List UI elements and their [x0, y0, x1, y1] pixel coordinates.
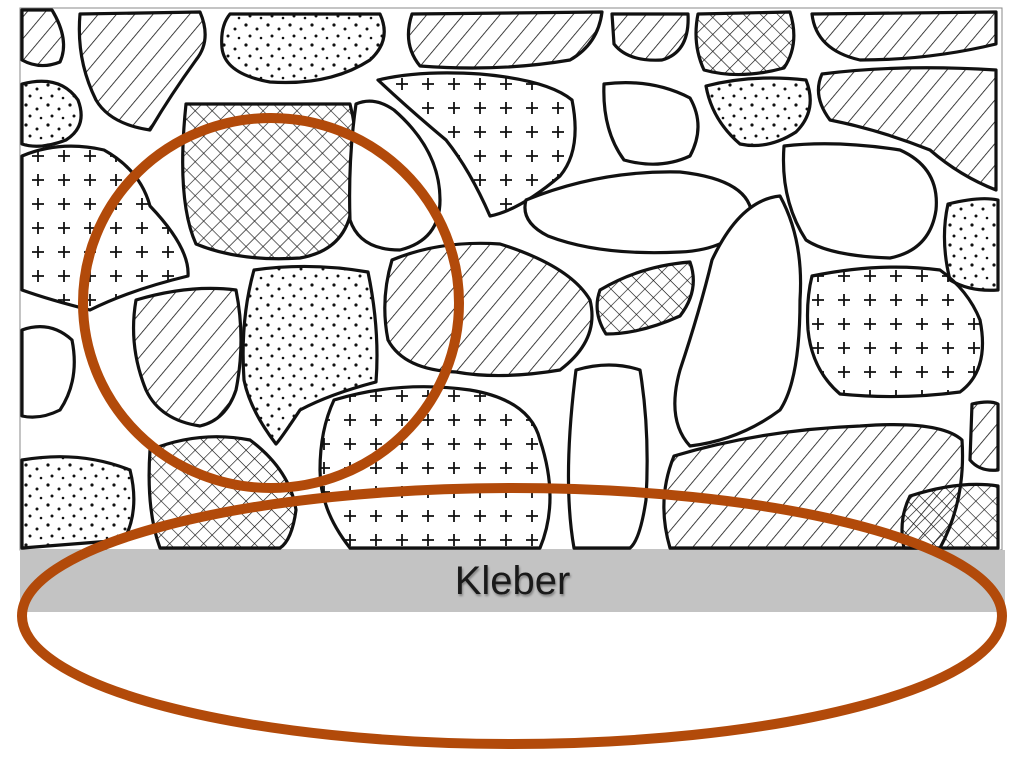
- stone: [808, 267, 983, 396]
- stone: [944, 199, 998, 291]
- stone: [320, 387, 550, 548]
- stone: [696, 12, 794, 75]
- stone: [22, 457, 134, 548]
- stones: [22, 10, 998, 548]
- stone: [612, 14, 688, 60]
- stone: [183, 104, 357, 259]
- stone: [22, 81, 81, 146]
- stone: [604, 83, 698, 165]
- stone: [970, 402, 998, 470]
- stone: [22, 10, 64, 66]
- stone: [408, 12, 602, 68]
- stone: [568, 365, 647, 548]
- stone: [783, 144, 936, 258]
- adhesive-label: Kleber: [20, 550, 1005, 612]
- stone: [902, 484, 998, 548]
